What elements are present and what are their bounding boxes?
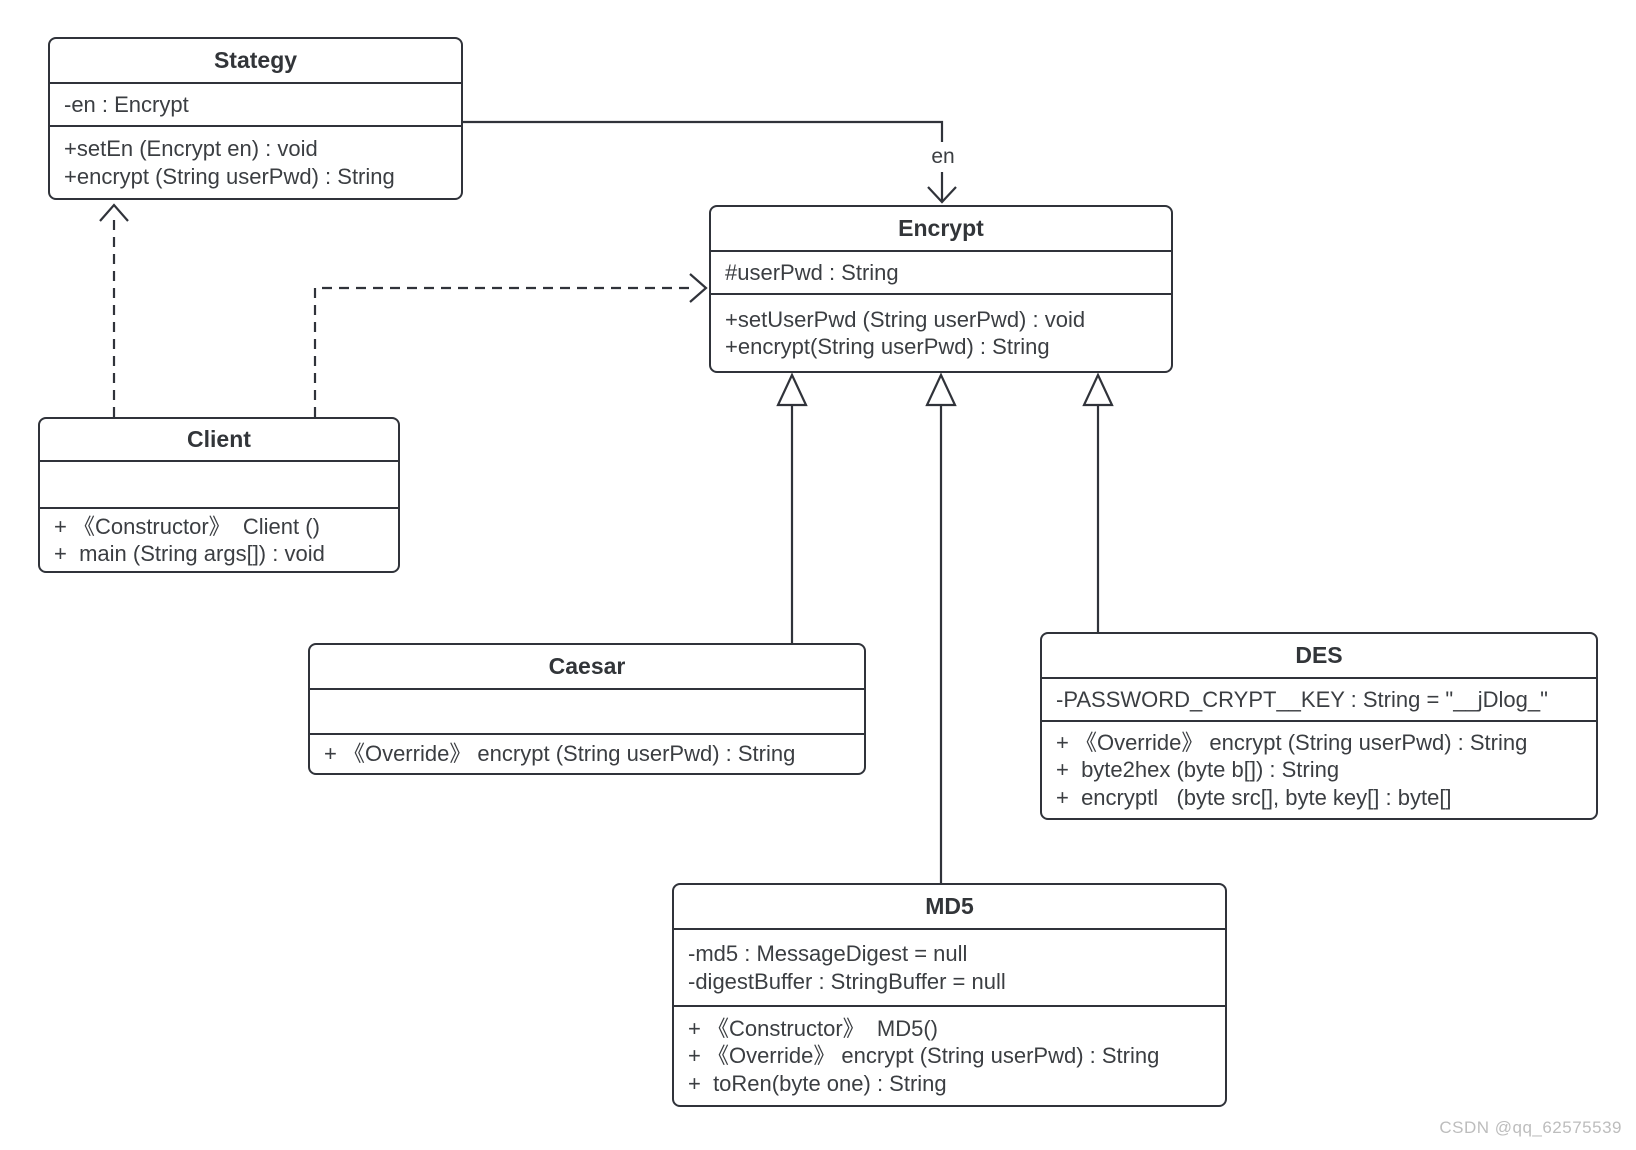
class-methods-stategy: +setEn (Encrypt en) : void +encrypt (Str… — [50, 127, 461, 198]
class-methods-encrypt: +setUserPwd (String userPwd) : void +enc… — [711, 295, 1171, 371]
class-attributes-encrypt: #userPwd : String — [711, 252, 1171, 295]
association-role-label-en: en — [924, 142, 962, 172]
class-box-encrypt: Encrypt #userPwd : String +setUserPwd (S… — [709, 205, 1173, 373]
dependency-open-arrowhead-up-icon — [99, 203, 129, 222]
method-line: +encrypt(String userPwd) : String — [725, 334, 1050, 359]
attribute-line: #userPwd : String — [725, 259, 899, 285]
class-attributes-md5: -md5 : MessageDigest = null -digestBuffe… — [674, 930, 1225, 1007]
class-methods-md5: + 《Constructor》 MD5() + 《Override》 encry… — [674, 1007, 1225, 1105]
method-line: +setUserPwd (String userPwd) : void — [725, 306, 1086, 332]
class-methods-des: + 《Override》 encrypt (String userPwd) : … — [1042, 722, 1596, 818]
class-title-client: Client — [40, 419, 398, 462]
class-methods-client: + 《Constructor》 Client () + main (String… — [40, 509, 398, 571]
attribute-line: -digestBuffer : StringBuffer = null — [688, 968, 1006, 994]
class-box-stategy: Stategy -en : Encrypt +setEn (Encrypt en… — [48, 37, 463, 200]
association-open-arrowhead-down-icon — [927, 186, 957, 204]
class-attributes-client-empty — [40, 462, 398, 509]
class-title-md5: MD5 — [674, 885, 1225, 930]
method-line: + main (String args[]) : void — [54, 541, 325, 566]
method-line: + byte2hex (byte b[]) : String — [1056, 757, 1340, 783]
method-line: + 《Override》 encrypt (String userPwd) : … — [1056, 729, 1528, 755]
class-title-stategy: Stategy — [50, 39, 461, 84]
attribute-line: -md5 : MessageDigest = null — [688, 941, 968, 966]
method-line: +encrypt (String userPwd) : String — [64, 163, 395, 189]
class-title-encrypt: Encrypt — [711, 207, 1171, 252]
method-line: + toRen(byte one) : String — [688, 1070, 947, 1096]
watermark: CSDN @qq_62575539 — [1439, 1118, 1622, 1137]
dependency-client-encrypt-line — [313, 286, 692, 417]
method-line: + 《Constructor》 Client () — [54, 513, 320, 539]
method-line: + 《Override》 encrypt (String userPwd) : … — [688, 1043, 1160, 1069]
class-title-caesar: Caesar — [310, 645, 864, 690]
class-box-caesar: Caesar + 《Override》 encrypt (String user… — [308, 643, 866, 775]
attribute-line: -en : Encrypt — [64, 91, 189, 117]
method-line: +setEn (Encrypt en) : void — [64, 136, 318, 161]
attribute-line: -PASSWORD_CRYPT__KEY : String = "__jDlog… — [1056, 686, 1548, 712]
dependency-open-arrowhead-right-icon — [689, 273, 708, 303]
class-attributes-des: -PASSWORD_CRYPT__KEY : String = "__jDlog… — [1042, 679, 1596, 722]
class-attributes-stategy: -en : Encrypt — [50, 84, 461, 127]
association-stategy-encrypt-line — [463, 120, 944, 201]
class-attributes-caesar-empty — [310, 690, 864, 735]
method-line: + 《Constructor》 MD5() — [688, 1015, 938, 1041]
method-line: + encryptl (byte src[], byte key[] : byt… — [1056, 784, 1452, 810]
class-methods-caesar: + 《Override》 encrypt (String userPwd) : … — [310, 735, 864, 773]
class-box-client: Client + 《Constructor》 Client () + main … — [38, 417, 400, 573]
generalization-triangle-arrowhead-icon — [776, 372, 808, 407]
generalization-triangle-arrowhead-icon — [925, 372, 957, 407]
class-title-des: DES — [1042, 634, 1596, 679]
generalization-triangle-arrowhead-icon — [1082, 372, 1114, 407]
class-box-md5: MD5 -md5 : MessageDigest = null -digestB… — [672, 883, 1227, 1107]
class-box-des: DES -PASSWORD_CRYPT__KEY : String = "__j… — [1040, 632, 1598, 820]
method-line: + 《Override》 encrypt (String userPwd) : … — [324, 741, 796, 767]
